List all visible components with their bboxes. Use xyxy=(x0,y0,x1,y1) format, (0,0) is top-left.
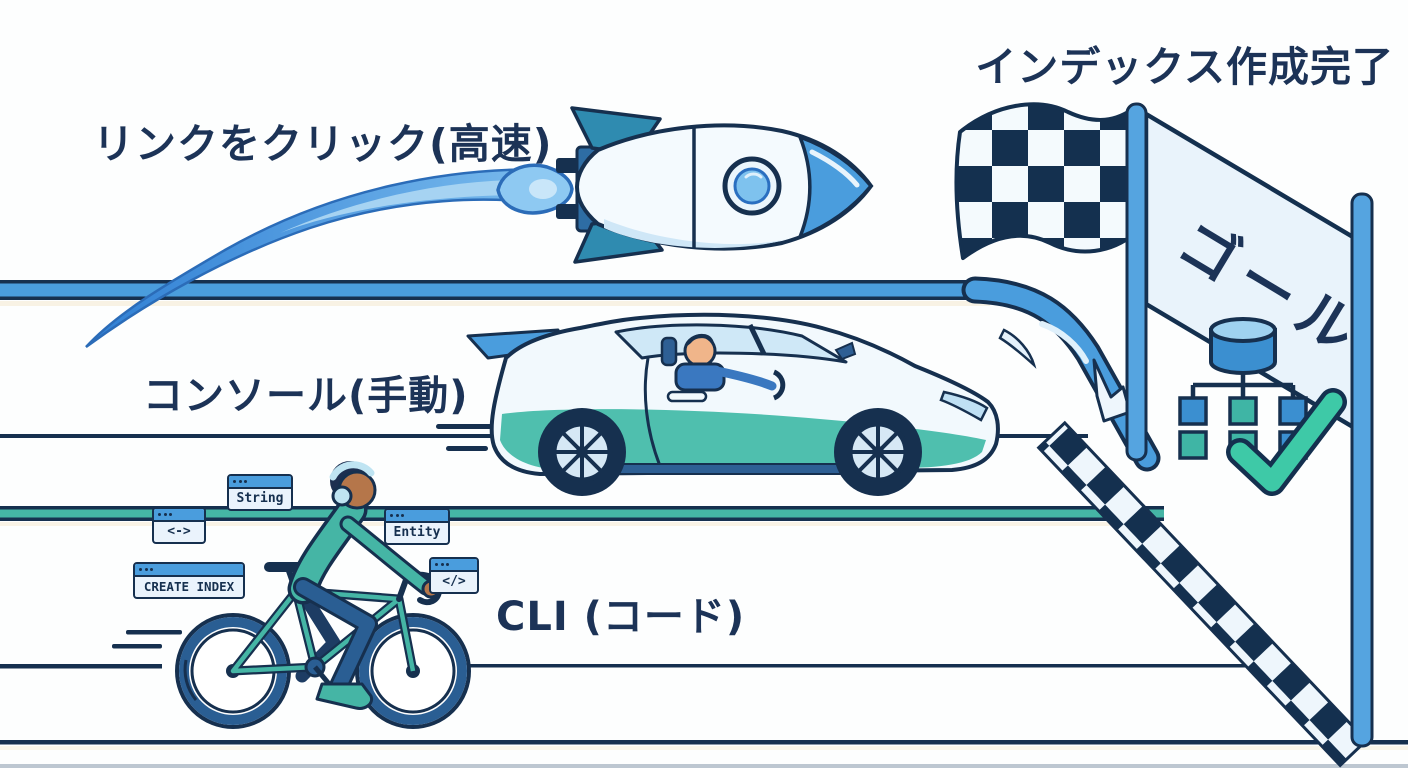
check-mark-icon xyxy=(1230,392,1343,492)
code-window-entity: Entity xyxy=(384,508,450,545)
rocket-body-shade xyxy=(604,219,788,248)
index-node xyxy=(1178,396,1208,426)
index-node xyxy=(1178,430,1208,460)
finish-status-label: インデックス作成完了 xyxy=(975,43,1394,91)
code-window-label: <-> xyxy=(167,524,191,539)
code-window-code-tag: </> xyxy=(429,557,479,594)
lane-shadow xyxy=(0,301,990,306)
ramp-highlight xyxy=(1039,321,1089,364)
ground-shadow xyxy=(0,746,1408,750)
headphones-band xyxy=(329,461,375,481)
bike-lane-band xyxy=(0,509,1164,518)
front-wheel xyxy=(834,408,922,496)
window-pillar xyxy=(747,323,767,356)
code-window-label: CREATE INDEX xyxy=(143,579,235,594)
speed-line xyxy=(112,644,162,649)
code-window-string: String xyxy=(227,474,293,511)
window-titlebar xyxy=(135,564,243,577)
goal-pole-left xyxy=(1125,102,1148,462)
lane-shadow xyxy=(0,522,1158,526)
window-titlebar xyxy=(154,509,204,522)
tree-connectors xyxy=(1190,370,1296,398)
rider-arm xyxy=(342,518,432,593)
lower-lane-line xyxy=(445,664,1253,668)
index-node xyxy=(1278,396,1308,426)
speed-line xyxy=(126,630,182,635)
ground-line xyxy=(0,740,1408,745)
rider-shoe xyxy=(315,682,374,710)
driver-arm xyxy=(707,365,777,391)
bottom-edge xyxy=(0,764,1408,768)
code-window-label: </> xyxy=(442,574,466,589)
rider xyxy=(287,461,441,710)
rear-wheel xyxy=(538,408,626,496)
goal-pole-right xyxy=(1350,192,1374,748)
speed-line xyxy=(0,664,162,669)
window-titlebar xyxy=(431,559,477,572)
window-titlebar xyxy=(386,510,448,523)
database-cylinder-top xyxy=(1209,317,1277,343)
rocket-icon xyxy=(85,106,874,349)
rider-near-leg xyxy=(296,580,375,695)
headrest xyxy=(660,336,678,367)
database-index-tree-icon xyxy=(1178,317,1347,496)
code-window-label: String xyxy=(236,491,284,506)
bicycle-rider-icon xyxy=(0,461,471,729)
driver-hair xyxy=(686,333,714,347)
window-titlebar xyxy=(229,476,291,489)
headphones-earcup xyxy=(331,485,353,507)
rocket-lane-label: リンクをクリック(高速) xyxy=(93,120,553,168)
finish-line-strip xyxy=(1036,420,1369,768)
steering-wheel xyxy=(772,369,786,401)
door-seam xyxy=(643,357,662,467)
trail-highlight xyxy=(280,179,540,233)
checkered-flag-icon xyxy=(954,102,1136,260)
sports-car-icon xyxy=(436,312,1000,496)
wind-swoosh xyxy=(998,328,1037,369)
rocket-lane-band xyxy=(0,283,1002,297)
bike-lane-label: CLI (コード) xyxy=(496,594,746,640)
code-window-arrow-tag: <-> xyxy=(152,507,206,544)
flame-core xyxy=(529,179,557,199)
rocket-trail xyxy=(85,168,564,349)
door-handle xyxy=(666,390,708,403)
code-window-label: Entity xyxy=(393,525,441,540)
nose-glint xyxy=(809,149,860,188)
code-window-create-index: CREATE INDEX xyxy=(133,562,245,599)
headlight xyxy=(939,390,989,422)
speed-line xyxy=(446,446,488,451)
side-skirt xyxy=(599,463,863,475)
rocket-nose xyxy=(796,134,874,241)
side-mirror xyxy=(834,341,857,361)
index-node xyxy=(1228,396,1258,426)
car-lane-label: コンソール(手動) xyxy=(143,373,469,419)
speed-line xyxy=(436,424,492,429)
